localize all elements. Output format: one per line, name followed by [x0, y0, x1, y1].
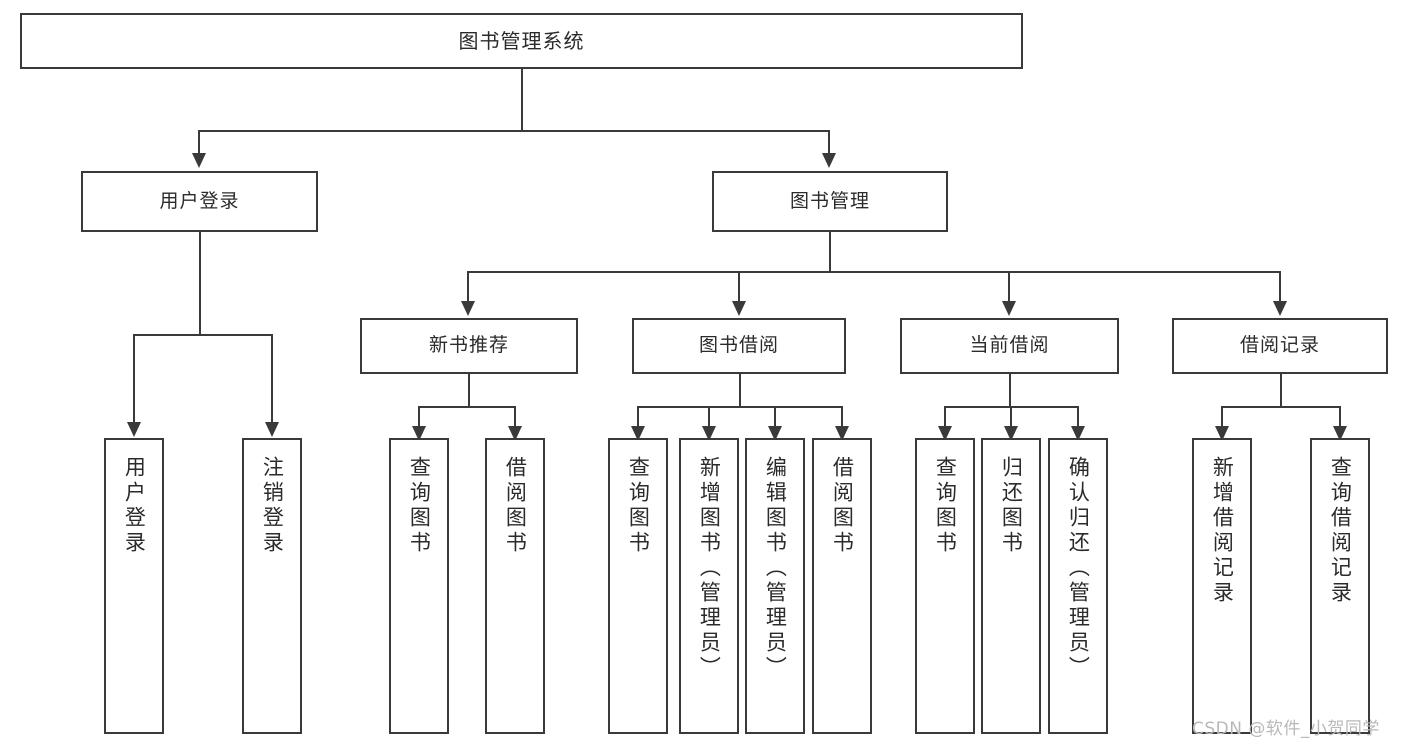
connector-newbook-bus [418, 406, 516, 408]
node-label: 图书管理 [789, 189, 870, 212]
arrow-borrowrecord-1 [1333, 426, 1347, 441]
connector-level3-bus [467, 271, 1281, 273]
node-label: 查询图书 [407, 456, 432, 556]
node-label: 图书借阅 [698, 334, 779, 357]
leaf-query-book-current[interactable]: 查询图书 [915, 438, 975, 734]
arrow-bookborrow-1 [702, 426, 716, 441]
node-label: 查询借阅记录 [1328, 456, 1353, 606]
arrow-userlogin-0 [127, 422, 141, 437]
connector-borrowrecord-stem [1280, 374, 1282, 407]
node-label: 查询图书 [933, 456, 958, 556]
watermark-text: CSDN @软件_小贺同学 [1192, 719, 1380, 739]
arrow-currentborrow-1 [1004, 426, 1018, 441]
connector-level2-drop-0 [198, 130, 200, 155]
node-label: 当前借阅 [969, 334, 1050, 357]
leaf-add-book-admin[interactable]: 新增图书（管理员） [679, 438, 739, 734]
node-user-login[interactable]: 用户登录 [81, 171, 318, 232]
connector-bookborrow-drop-2 [774, 406, 776, 428]
connector-level2-drop-1 [828, 130, 830, 155]
node-label: 用户登录 [159, 189, 240, 212]
node-label: 新增借阅记录 [1210, 456, 1235, 606]
connector-newbook-stem [468, 374, 470, 407]
leaf-borrow-book-newbook[interactable]: 借阅图书 [485, 438, 545, 734]
connector-newbook-drop-1 [514, 406, 516, 428]
node-label: 用户登录 [122, 456, 147, 556]
connector-level3-drop-3 [1279, 271, 1281, 303]
connector-currentborrow-drop-1 [1010, 406, 1012, 428]
connector-bookborrow-drop-0 [637, 406, 639, 428]
node-label: 归还图书 [999, 456, 1024, 556]
leaf-query-book-borrow[interactable]: 查询图书 [608, 438, 668, 734]
arrow-bookborrow-2 [768, 426, 782, 441]
connector-currentborrow-stem [1009, 374, 1011, 407]
node-label: 新增图书（管理员） [697, 456, 722, 681]
arrow-newbook-1 [508, 426, 522, 441]
arrow-userlogin-1 [265, 422, 279, 437]
leaf-edit-book-admin[interactable]: 编辑图书（管理员） [745, 438, 805, 734]
arrow-level3-0 [461, 301, 475, 316]
node-label: 新书推荐 [428, 334, 509, 357]
leaf-confirm-return-admin[interactable]: 确认归还（管理员） [1048, 438, 1108, 734]
connector-userlogin-drop-1 [271, 334, 273, 424]
arrow-currentborrow-2 [1071, 426, 1085, 441]
connector-userlogin-bus [133, 334, 271, 336]
connector-borrowrecord-drop-0 [1221, 406, 1223, 428]
node-label: 借阅记录 [1239, 334, 1320, 357]
node-label: 编辑图书（管理员） [763, 456, 788, 681]
arrow-level3-3 [1273, 301, 1287, 316]
connector-bookborrow-bus [637, 406, 843, 408]
leaf-borrow-book[interactable]: 借阅图书 [812, 438, 872, 734]
connector-root-stem [521, 69, 523, 131]
connector-bookborrow-stem [739, 374, 741, 407]
connector-bookborrow-drop-3 [841, 406, 843, 428]
arrow-bookborrow-3 [835, 426, 849, 441]
node-label: 借阅图书 [830, 456, 855, 556]
connector-level3-drop-2 [1008, 271, 1010, 303]
arrow-currentborrow-0 [938, 426, 952, 441]
node-root[interactable]: 图书管理系统 [20, 13, 1023, 69]
connector-level3-drop-0 [467, 271, 469, 303]
connector-userlogin-drop-0 [133, 334, 135, 424]
connector-newbook-drop-0 [418, 406, 420, 428]
node-label: 借阅图书 [503, 456, 528, 556]
connector-userlogin-stem [199, 232, 201, 335]
node-book-management[interactable]: 图书管理 [712, 171, 948, 232]
node-current-borrow[interactable]: 当前借阅 [900, 318, 1119, 374]
connector-borrowrecord-drop-1 [1339, 406, 1341, 428]
arrow-level2-1 [822, 153, 836, 168]
node-label: 图书管理系统 [458, 28, 585, 53]
node-new-book-recommend[interactable]: 新书推荐 [360, 318, 578, 374]
leaf-user-login[interactable]: 用户登录 [104, 438, 164, 734]
connector-currentborrow-drop-2 [1077, 406, 1079, 428]
node-label: 查询图书 [626, 456, 651, 556]
connector-bookborrow-drop-1 [708, 406, 710, 428]
connector-currentborrow-drop-0 [944, 406, 946, 428]
arrow-newbook-0 [412, 426, 426, 441]
node-book-borrow[interactable]: 图书借阅 [632, 318, 846, 374]
leaf-add-borrow-record[interactable]: 新增借阅记录 [1192, 438, 1252, 734]
node-label: 确认归还（管理员） [1066, 456, 1091, 681]
leaf-logout[interactable]: 注销登录 [242, 438, 302, 734]
arrow-level3-1 [732, 301, 746, 316]
arrow-level3-2 [1002, 301, 1016, 316]
leaf-query-borrow-record[interactable]: 查询借阅记录 [1310, 438, 1370, 734]
leaf-query-book-newbook[interactable]: 查询图书 [389, 438, 449, 734]
arrow-borrowrecord-0 [1215, 426, 1229, 441]
connector-borrowrecord-bus [1221, 406, 1341, 408]
connector-level3-drop-1 [738, 271, 740, 303]
node-label: 注销登录 [260, 456, 285, 556]
leaf-return-book[interactable]: 归还图书 [981, 438, 1041, 734]
connector-bookmgmt-stem [829, 232, 831, 272]
node-borrow-record[interactable]: 借阅记录 [1172, 318, 1388, 374]
connector-level2-bus [198, 130, 830, 132]
arrow-level2-0 [192, 153, 206, 168]
arrow-bookborrow-0 [631, 426, 645, 441]
